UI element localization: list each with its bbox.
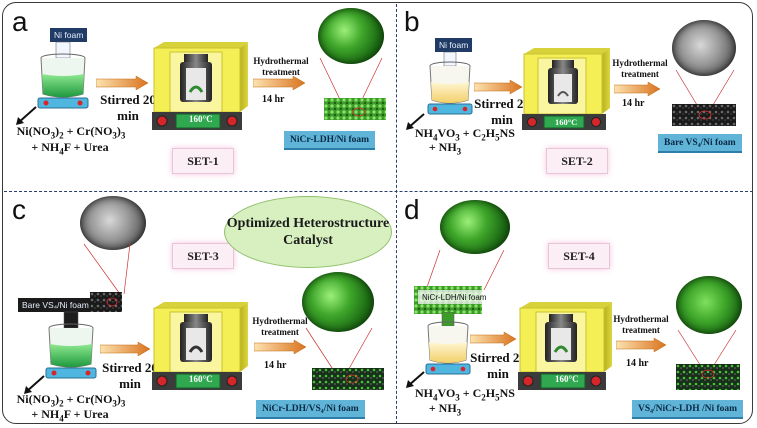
foam-strip-dark bbox=[90, 292, 122, 312]
precursor-formula-line2: + NH3 bbox=[428, 401, 462, 418]
duration-label: 14 hr bbox=[626, 358, 649, 369]
zoom-lines-icon bbox=[83, 243, 131, 295]
process-arrow-icon bbox=[616, 338, 666, 352]
temperature-label: 160°C bbox=[189, 374, 213, 384]
duration-label: 14 hr bbox=[622, 98, 645, 109]
hydrothermal-label: Hydrothermal treatment bbox=[612, 58, 668, 79]
set-label: SET-1 bbox=[172, 148, 234, 174]
precursor-formula-line2: + NH4F + Urea bbox=[31, 140, 109, 157]
ni-foam-label: Ni foam bbox=[50, 28, 88, 42]
duration-label: 14 hr bbox=[264, 360, 287, 371]
panel-letter-a: a bbox=[12, 6, 28, 37]
bare-vs4-foam-label: Bare VS₄/Ni foam bbox=[18, 298, 93, 312]
autoclave-oven-icon bbox=[152, 302, 248, 390]
sem-image-heterostructure bbox=[676, 276, 742, 334]
sem-image-ldh bbox=[302, 272, 374, 332]
pointer-arrow-icon bbox=[24, 375, 45, 394]
precursor-formula-line2: + NH3 bbox=[428, 140, 462, 157]
precursor-formula-line1: NH4VO3 + C2H5NS bbox=[415, 126, 515, 143]
zoom-lines-icon bbox=[425, 249, 505, 291]
process-arrow-icon bbox=[253, 76, 305, 90]
product-label: NiCr-LDH/VS₄/Ni foam bbox=[256, 400, 365, 419]
sem-image-vs4 bbox=[672, 20, 736, 76]
pointer-arrow-icon bbox=[406, 113, 425, 130]
hydrothermal-label: Hydrothermal treatment bbox=[253, 56, 309, 77]
process-arrow-icon bbox=[100, 342, 150, 356]
process-arrow-icon bbox=[254, 340, 306, 354]
beaker-icon bbox=[427, 52, 473, 115]
product-label: Bare VS₄/Ni foam bbox=[658, 134, 742, 153]
process-arrow-icon bbox=[470, 332, 516, 346]
autoclave-oven-icon bbox=[152, 42, 248, 130]
product-label: NiCr-LDH/Ni foam bbox=[284, 131, 376, 150]
beaker-icon bbox=[37, 41, 89, 109]
ldh-foam-label: NiCr-LDH/Ni foam bbox=[418, 290, 491, 304]
zoom-lines-icon bbox=[675, 69, 735, 111]
set-label: SET-4 bbox=[548, 243, 610, 269]
foam-strip-dark bbox=[672, 104, 736, 126]
panel-letter-b: b bbox=[404, 6, 420, 37]
ni-foam-label: Ni foam bbox=[435, 38, 473, 52]
zoom-lines-icon bbox=[305, 327, 373, 375]
beaker-icon bbox=[425, 312, 471, 375]
foam-strip-mixed bbox=[676, 364, 740, 390]
sem-image-vs4 bbox=[80, 196, 146, 250]
temperature-label: 160°C bbox=[189, 114, 213, 124]
optimized-catalyst-callout: Optimized Heterostructure Catalyst bbox=[224, 196, 392, 268]
process-arrow-icon bbox=[96, 76, 148, 90]
hydrothermal-label: Hydrothermal treatment bbox=[613, 314, 669, 335]
precursor-formula-line1: Ni(NO3)2 + Cr(NO3)3 bbox=[16, 392, 126, 409]
pointer-arrow-icon bbox=[16, 106, 37, 125]
beaker-icon bbox=[45, 311, 97, 379]
horizontal-divider bbox=[4, 191, 753, 192]
sem-image-ldh bbox=[318, 8, 384, 64]
vertical-divider bbox=[396, 4, 397, 424]
hydrothermal-label: Hydrothermal treatment bbox=[252, 316, 308, 337]
precursor-formula-line1: Ni(NO3)2 + Cr(NO3)3 bbox=[16, 124, 126, 141]
figure-frame bbox=[2, 2, 753, 424]
set-label: SET-3 bbox=[172, 243, 234, 269]
panel-letter-d: d bbox=[404, 194, 420, 225]
duration-label: 14 hr bbox=[262, 94, 285, 105]
process-arrow-icon bbox=[474, 80, 522, 94]
precursor-formula-line1: NH4VO3 + C2H5NS bbox=[415, 386, 515, 403]
precursor-formula-line2: + NH4F + Urea bbox=[31, 407, 109, 424]
zoom-lines-icon bbox=[677, 329, 737, 369]
pointer-arrow-icon bbox=[406, 371, 425, 388]
temperature-label: 160°C bbox=[555, 117, 578, 127]
autoclave-oven-icon bbox=[518, 302, 612, 390]
autoclave-oven-icon bbox=[522, 48, 610, 130]
temperature-label: 160°C bbox=[555, 374, 579, 384]
sem-image-ldh bbox=[440, 200, 510, 254]
process-arrow-icon bbox=[614, 82, 660, 96]
foam-strip-green bbox=[324, 98, 386, 120]
set-label: SET-2 bbox=[546, 148, 608, 174]
panel-letter-c: c bbox=[12, 194, 26, 225]
foam-strip-mixed bbox=[312, 368, 384, 390]
product-label: VS₄/NiCr-LDH /Ni foam bbox=[632, 400, 744, 419]
